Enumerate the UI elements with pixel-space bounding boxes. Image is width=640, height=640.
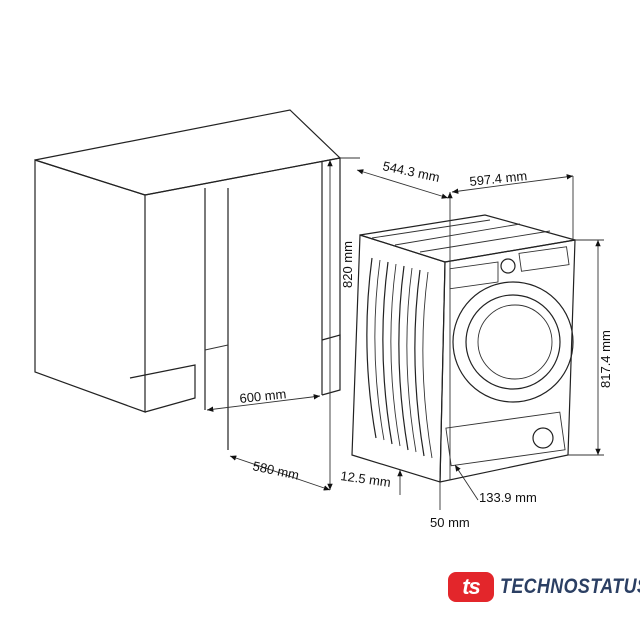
cabinet-depth-label: 580 mm xyxy=(251,458,300,482)
foot-offset-label: 12.5 mm xyxy=(340,468,392,490)
machine-height-label: 817.4 mm xyxy=(598,330,613,388)
cabinet-height-label: 820 mm xyxy=(340,241,355,288)
dimension-lines xyxy=(206,157,604,510)
washing-machine xyxy=(351,214,576,483)
machine-depth-label: 544.3 mm xyxy=(381,158,441,185)
brand-mark-icon: ts xyxy=(448,572,494,602)
brand-logo: ts TECHNOSTATUS xyxy=(448,572,640,602)
plinth-height-label: 50 mm xyxy=(430,515,470,530)
machine-width-label: 597.4 mm xyxy=(469,168,528,189)
cabinet-width-label: 600 mm xyxy=(239,386,287,406)
brand-name: TECHNOSTATUS xyxy=(500,575,640,598)
plinth-depth-label: 133.9 mm xyxy=(479,490,537,505)
